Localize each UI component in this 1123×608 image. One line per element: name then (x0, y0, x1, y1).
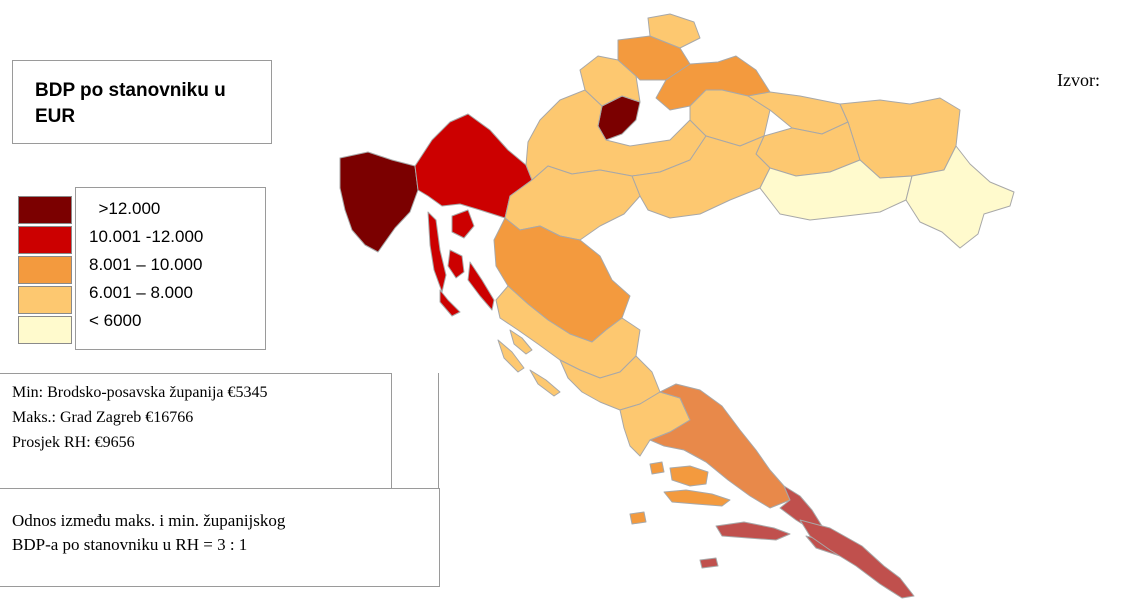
ratio-line2: BDP-a po stanovniku u RH = 3 : 1 (12, 535, 248, 554)
island-hvar (663, 489, 731, 507)
stat-max: Maks.: Grad Zagreb €16766 (12, 409, 194, 426)
island-vis (629, 511, 647, 525)
legend-label: < 6000 (89, 311, 142, 330)
legend-swatch (18, 256, 72, 284)
island-rab (447, 249, 465, 279)
county-zadarska (495, 285, 641, 379)
ratio-panel (0, 488, 440, 587)
stats-panel (0, 373, 438, 490)
ratio-line1: Odnos između maks. i min. županijskog (12, 511, 286, 530)
source-label: Izvor: (1057, 70, 1100, 90)
county-splitsko-south-coast (649, 383, 791, 509)
island-dugi-otok (497, 339, 525, 373)
legend-swatch (18, 316, 72, 344)
county-dubrovacko-neretvanska (779, 485, 823, 531)
island-korcula (715, 521, 791, 541)
island-ugljan (509, 329, 533, 355)
legend-swatch (18, 196, 72, 224)
island-solta (649, 461, 665, 475)
legend-swatch (18, 226, 72, 254)
legend-label: 6.001 – 8.000 (89, 283, 193, 302)
minmax-box-top (0, 373, 392, 374)
stat-min: Min: Brodsko-posavska županija €5345 (12, 384, 268, 401)
island-pag (467, 261, 495, 311)
island-krk (451, 209, 475, 239)
legend-swatches (18, 196, 72, 346)
peljesac (799, 519, 915, 599)
legend-label: 8.001 – 10.000 (89, 255, 203, 274)
legend-label: 10.001 -12.000 (89, 227, 204, 246)
stat-avg: Prosjek RH: €9656 (12, 434, 135, 451)
county-vukovarsko-srijemska (905, 145, 1015, 249)
map-title-box: BDP po stanovniku u EUR (12, 60, 272, 144)
island-kornati (529, 369, 561, 397)
legend-swatch (18, 286, 72, 314)
county-bjelovarsko-bilogorska (689, 89, 771, 147)
county-medimurska (647, 13, 701, 49)
island-brac (669, 465, 709, 487)
county-krapinsko-zagorska (579, 55, 641, 107)
county-istarska (339, 151, 419, 253)
legend-box: >12.000 10.001 -12.000 8.001 – 10.000 6.001… (75, 187, 266, 350)
map-title: BDP po stanovniku u EUR (35, 80, 226, 127)
island-lastovo (699, 557, 719, 569)
island-losinj (439, 289, 461, 317)
legend-label: >12.000 (89, 199, 161, 218)
island-cres (427, 211, 447, 293)
